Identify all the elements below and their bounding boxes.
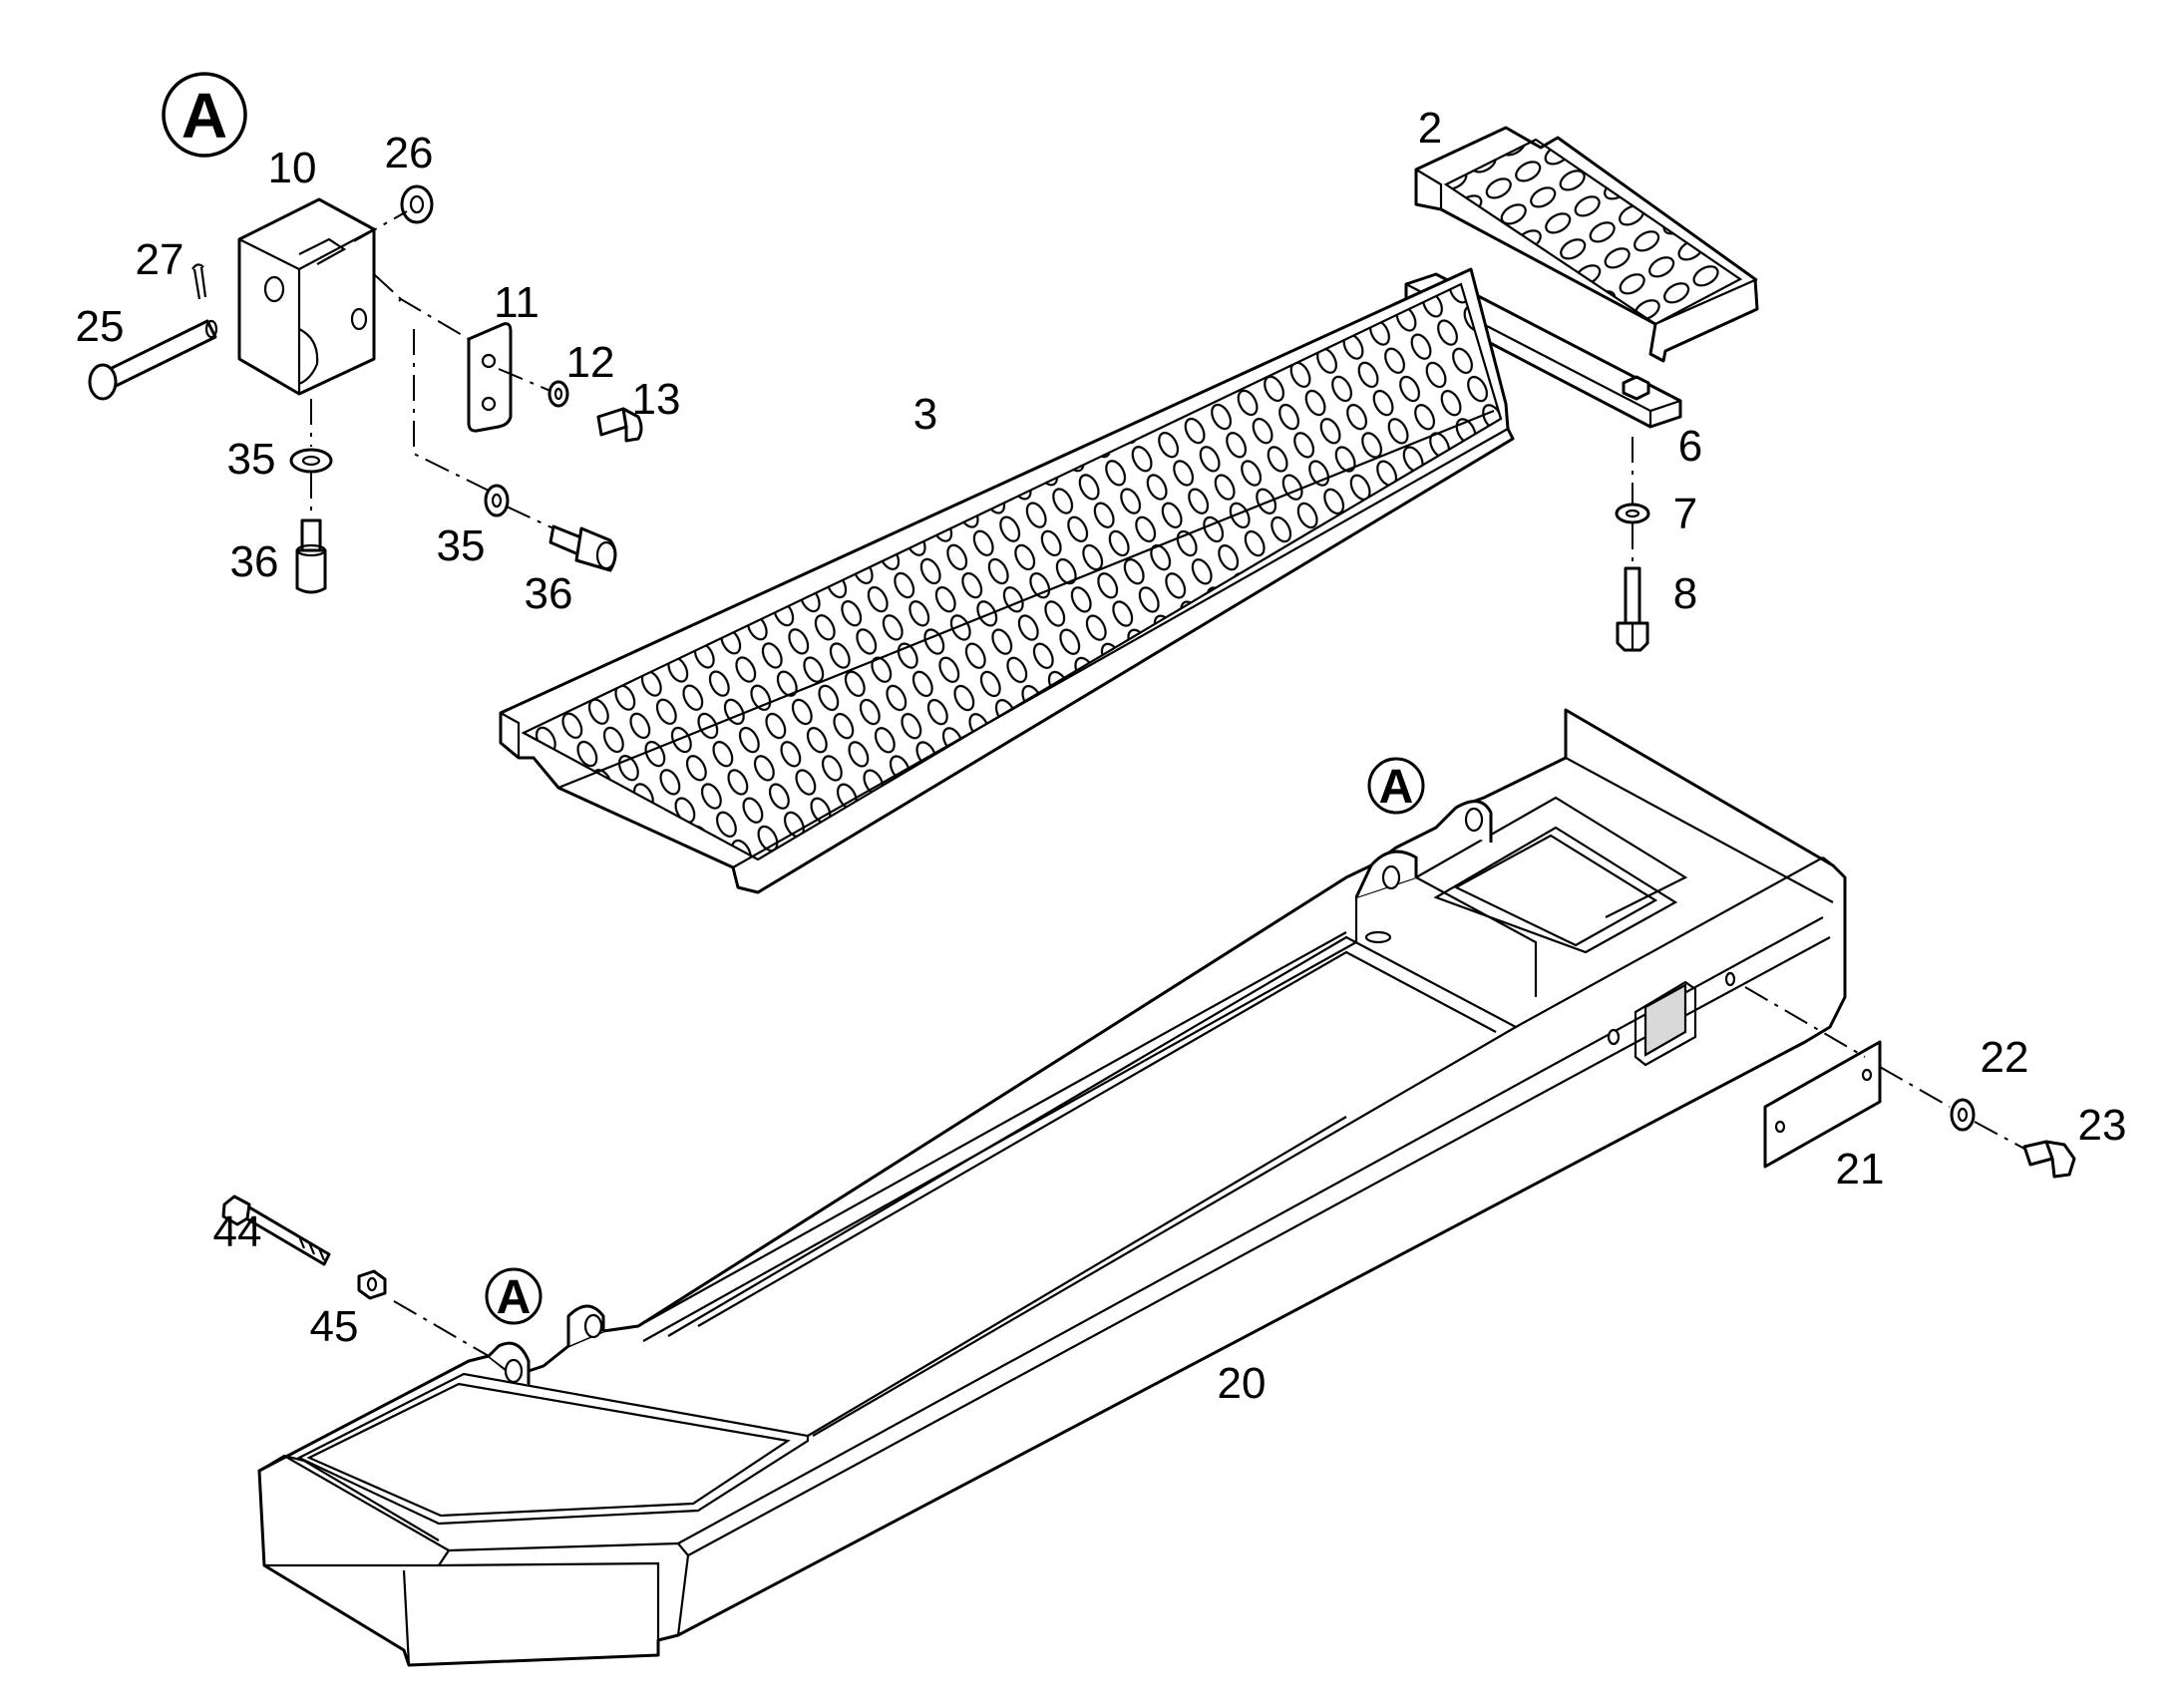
part-labels: 2 3 6 7 8 10 11 12 13 20 21 22 23 25 26 … xyxy=(76,104,2127,1408)
step-frame-20 xyxy=(257,708,1847,1667)
plate-11 xyxy=(467,322,513,433)
label-part-12: 12 xyxy=(566,338,615,387)
detail-a-label-lower: A xyxy=(497,1271,532,1324)
cap-screw-36-right xyxy=(548,524,617,572)
label-part-44: 44 xyxy=(213,1207,262,1256)
label-part-36-left: 36 xyxy=(230,537,279,586)
label-part-45: 45 xyxy=(310,1302,359,1351)
label-part-22: 22 xyxy=(1981,1033,2029,1082)
bolt-8 xyxy=(1616,566,1649,652)
detail-a-hinge-assembly: A xyxy=(88,72,643,594)
label-part-21: 21 xyxy=(1836,1145,1885,1194)
label-part-23: 23 xyxy=(2078,1101,2127,1150)
label-part-2: 2 xyxy=(1418,104,1442,153)
large-tread-3 xyxy=(499,267,1515,894)
bolt-13 xyxy=(596,407,643,443)
label-part-10: 10 xyxy=(268,144,317,192)
washer-35-right xyxy=(484,484,510,517)
label-part-35-right: 35 xyxy=(437,521,486,570)
label-part-26: 26 xyxy=(385,129,434,177)
washer-12 xyxy=(547,380,569,408)
label-part-7: 7 xyxy=(1673,490,1697,538)
label-part-13: 13 xyxy=(632,375,681,424)
bolt-23 xyxy=(2022,1140,2076,1179)
small-tread-2 xyxy=(1414,126,1759,363)
label-part-27: 27 xyxy=(136,235,184,284)
bolt-44 xyxy=(221,1195,331,1266)
washer-35-left xyxy=(289,448,333,474)
detail-a-label-upper: A xyxy=(1379,761,1414,814)
cap-screw-36-left xyxy=(295,518,327,594)
washer-7 xyxy=(1615,503,1650,524)
label-part-3: 3 xyxy=(913,390,937,439)
label-part-20: 20 xyxy=(1218,1359,1267,1408)
label-part-36-right: 36 xyxy=(525,569,573,618)
label-part-8: 8 xyxy=(1673,569,1697,618)
label-part-11: 11 xyxy=(494,278,540,327)
label-part-25: 25 xyxy=(76,302,125,351)
detail-a-circle-lower: A xyxy=(485,1267,543,1325)
label-part-6: 6 xyxy=(1678,422,1702,471)
hinge-bracket-10 xyxy=(237,197,376,396)
washer-22 xyxy=(1950,1098,1976,1132)
label-part-35-left: 35 xyxy=(227,435,276,484)
detail-a-circle-upper: A xyxy=(1367,757,1425,815)
cover-plate-21 xyxy=(1763,1040,1882,1169)
cotter-pin-27 xyxy=(191,263,207,300)
detail-a-circle-large: A xyxy=(162,72,247,158)
detail-a-label-large: A xyxy=(182,80,227,152)
nut-45 xyxy=(357,1269,387,1300)
washer-26 xyxy=(400,184,434,224)
hinge-pin-25 xyxy=(88,319,218,401)
